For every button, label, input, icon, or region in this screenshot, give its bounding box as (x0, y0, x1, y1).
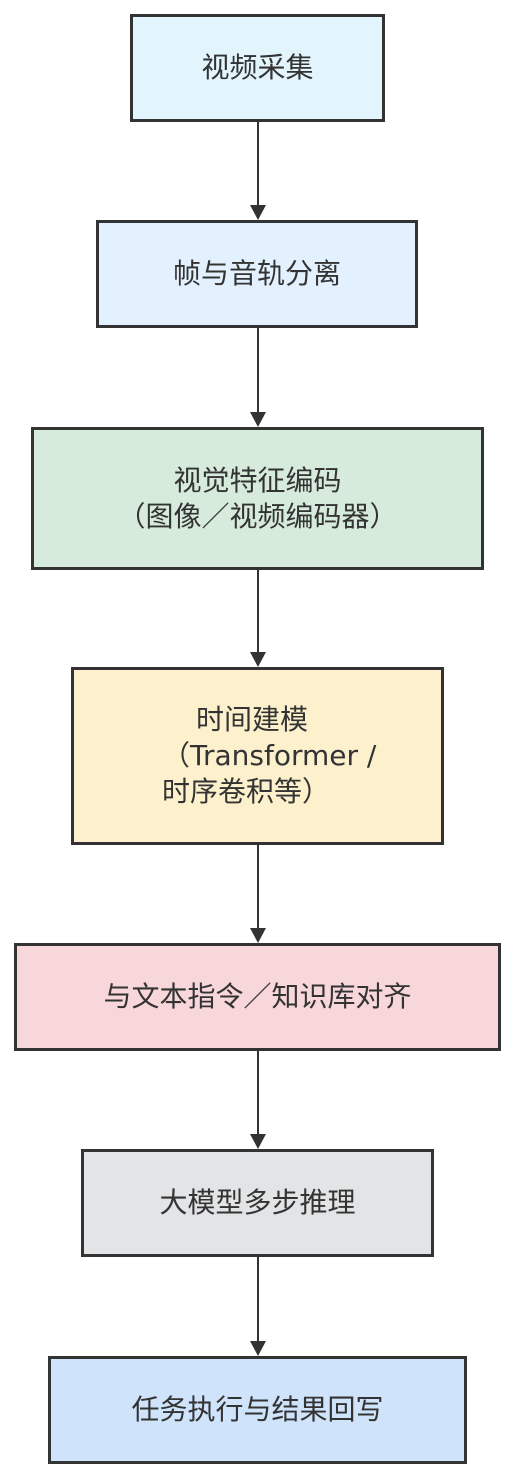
node-visual-feature-encoding: 视觉特征编码 （图像／视频编码器） (31, 427, 484, 570)
arrow-n6-n7 (250, 1257, 266, 1356)
node-label: 大模型多步推理 (159, 1186, 356, 1219)
node-video-capture: 视频采集 (130, 14, 385, 122)
node-label-sub: 时序卷积等） (162, 775, 331, 808)
node-frame-audio-separation: 帧与音轨分离 (96, 220, 418, 328)
node-label: 时间建模 (196, 703, 309, 736)
arrowhead-icon (250, 1341, 266, 1356)
node-label: 任务执行与结果回写 (131, 1393, 384, 1426)
node-label-sub: （Transformer / (162, 739, 377, 772)
node-label: 视频采集 (201, 51, 314, 84)
node-label-sub: （图像／视频编码器） (117, 499, 398, 533)
node-llm-reasoning: 大模型多步推理 (81, 1149, 434, 1257)
arrow-n2-n3 (250, 328, 266, 427)
arrowhead-icon (250, 928, 266, 943)
node-task-execution: 任务执行与结果回写 (48, 1356, 467, 1464)
arrow-n4-n5 (250, 845, 266, 943)
node-text-alignment: 与文本指令／知识库对齐 (14, 943, 501, 1051)
arrowhead-icon (250, 412, 266, 427)
node-label: 视觉特征编码 (173, 463, 342, 497)
arrow-n3-n4 (250, 570, 266, 667)
arrowhead-icon (250, 1134, 266, 1149)
arrow-n5-n6 (250, 1051, 266, 1149)
arrow-n1-n2 (250, 122, 266, 220)
arrowhead-icon (250, 205, 266, 220)
node-label: 与文本指令／知识库对齐 (103, 980, 412, 1013)
arrowhead-icon (250, 652, 266, 667)
node-temporal-modeling: 时间建模 （Transformer / 时序卷积等） (71, 667, 444, 845)
node-label: 帧与音轨分离 (172, 257, 341, 290)
